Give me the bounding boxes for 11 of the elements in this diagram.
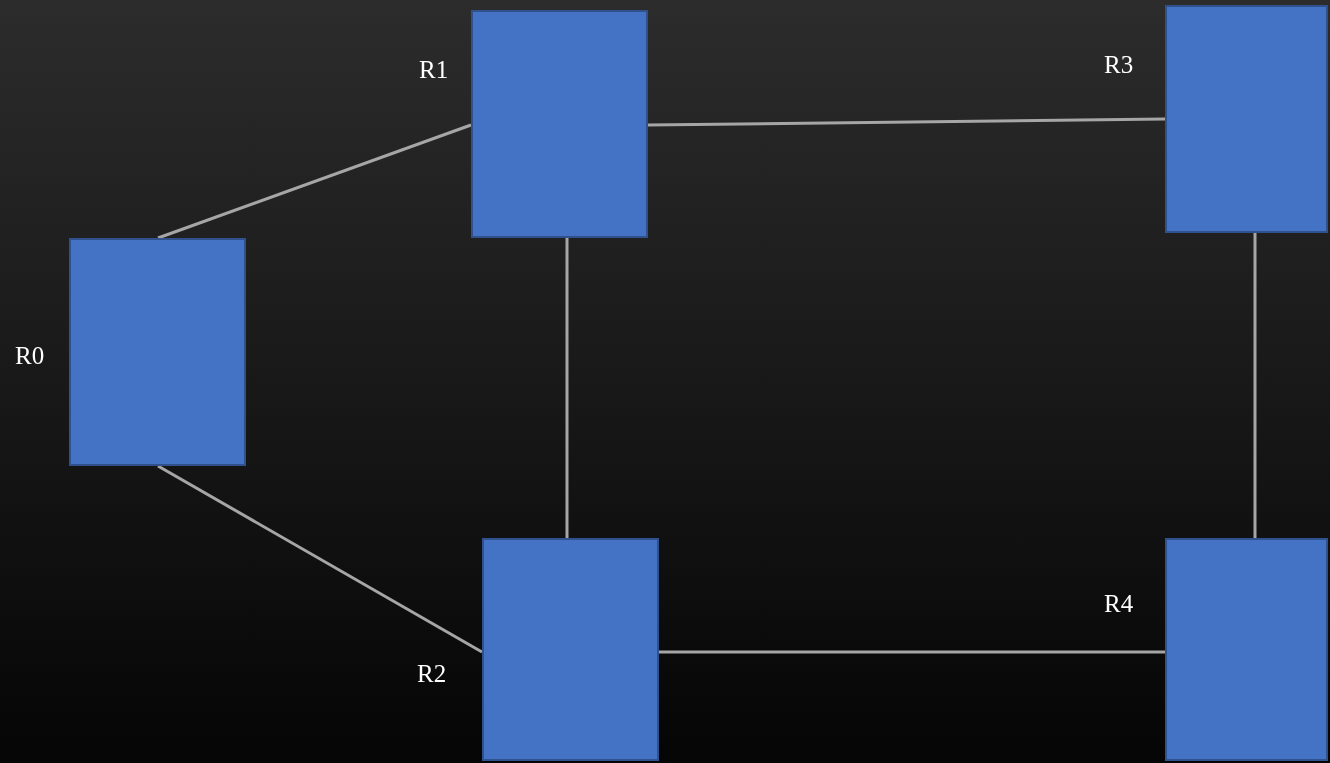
connector-line (565, 238, 569, 538)
connector-line (157, 464, 483, 654)
connector-line (1253, 233, 1257, 538)
router-label: R1 (419, 56, 449, 84)
connector-line (157, 123, 472, 240)
connector-line (648, 117, 1165, 127)
router-label: R3 (1104, 51, 1134, 79)
router-label: R4 (1104, 590, 1134, 618)
router-label: R2 (417, 660, 447, 688)
connector-line (659, 650, 1165, 654)
router-label: R0 (15, 342, 45, 370)
